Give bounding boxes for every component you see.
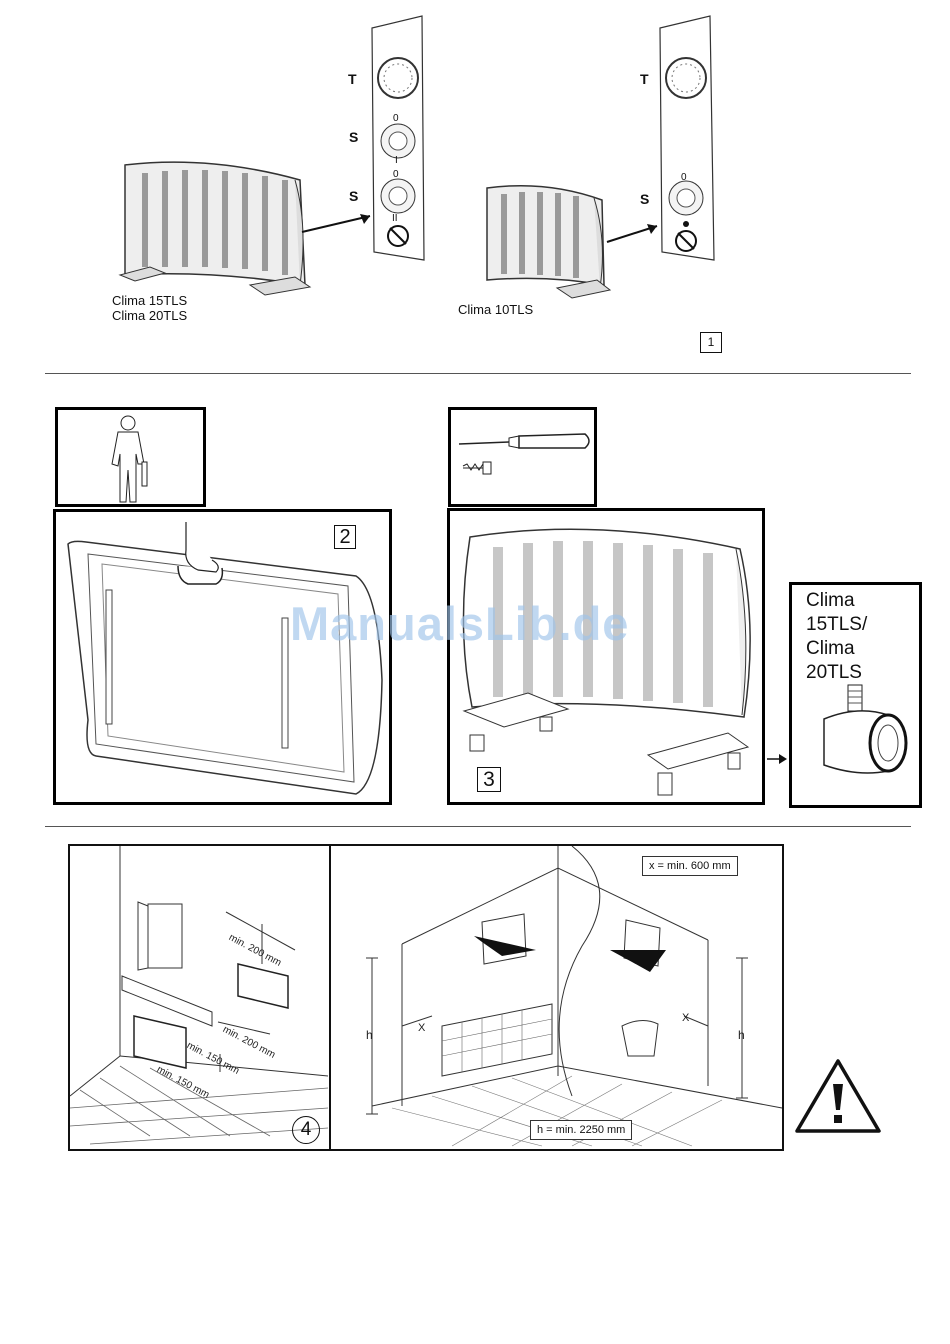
heater-illustration-left (110, 155, 320, 310)
inset-line-1: Clima (806, 589, 855, 613)
model-label-20tls: Clima 20TLS (112, 308, 187, 323)
figure-number-2: 2 (334, 525, 356, 549)
switch-mark-0-b: 0 (393, 167, 399, 182)
label-s-left-1: S (349, 130, 358, 145)
h-spec-label: h = min. 2250 mm (530, 1120, 632, 1140)
figure-4-frame: min. 200 mm min. 200 mm min. 150 mm min.… (68, 844, 784, 1151)
switch-mark-0-a: 0 (393, 111, 399, 126)
label-s-left-2: S (349, 189, 358, 204)
h-mark-right: h (738, 1028, 745, 1042)
person-icon (106, 414, 156, 504)
label-s-right: S (640, 192, 649, 207)
x-mark-right: X (682, 1012, 689, 1024)
heater-illustration-right (482, 180, 617, 305)
x-mark-left: X (418, 1022, 425, 1034)
bathroom-zones-illustration (332, 846, 782, 1150)
wall-clearance-illustration (70, 846, 328, 1150)
figure-number-4: 4 (292, 1116, 320, 1144)
switch-mark-1: I (395, 153, 398, 168)
caster-inset-box: Clima 15TLS/ Clima 20TLS (789, 582, 922, 808)
section-divider-1 (45, 373, 911, 374)
inset-line-2: 15TLS/ (806, 613, 867, 637)
control-panel-right (656, 16, 718, 264)
figure-4-divider (329, 846, 331, 1149)
model-label-15tls: Clima 15TLS (112, 293, 187, 308)
arrow-right-icon (605, 220, 665, 250)
inset-line-4: 20TLS (806, 661, 862, 685)
figure-2-box: 2 (53, 509, 392, 805)
arrow-left-icon (300, 210, 380, 240)
watermark: ManualsLib.de (290, 596, 629, 651)
heater-back-illustration (66, 520, 386, 802)
figure-number-3: 3 (477, 767, 501, 792)
caster-wheel-illustration (818, 685, 914, 781)
arrow-to-inset-icon (765, 752, 791, 766)
label-t-left: T (348, 72, 357, 87)
h-mark-left: h (366, 1028, 373, 1042)
tools-icon-box (448, 407, 597, 507)
switch-mark-2: II (392, 211, 398, 226)
x-spec-label: x = min. 600 mm (642, 856, 738, 876)
person-icon-box (55, 407, 206, 507)
heater-feet-illustration (458, 517, 758, 802)
figure-3-box: 3 (447, 508, 765, 805)
label-t-right: T (640, 72, 649, 87)
screwdriver-icon (457, 430, 593, 490)
inset-line-3: Clima (806, 637, 855, 661)
warning-icon (794, 1058, 882, 1134)
switch-mark-0-c: 0 (681, 170, 687, 185)
model-label-10tls: Clima 10TLS (458, 302, 533, 317)
figure-number-1: 1 (700, 332, 722, 353)
section-divider-2 (45, 826, 911, 827)
